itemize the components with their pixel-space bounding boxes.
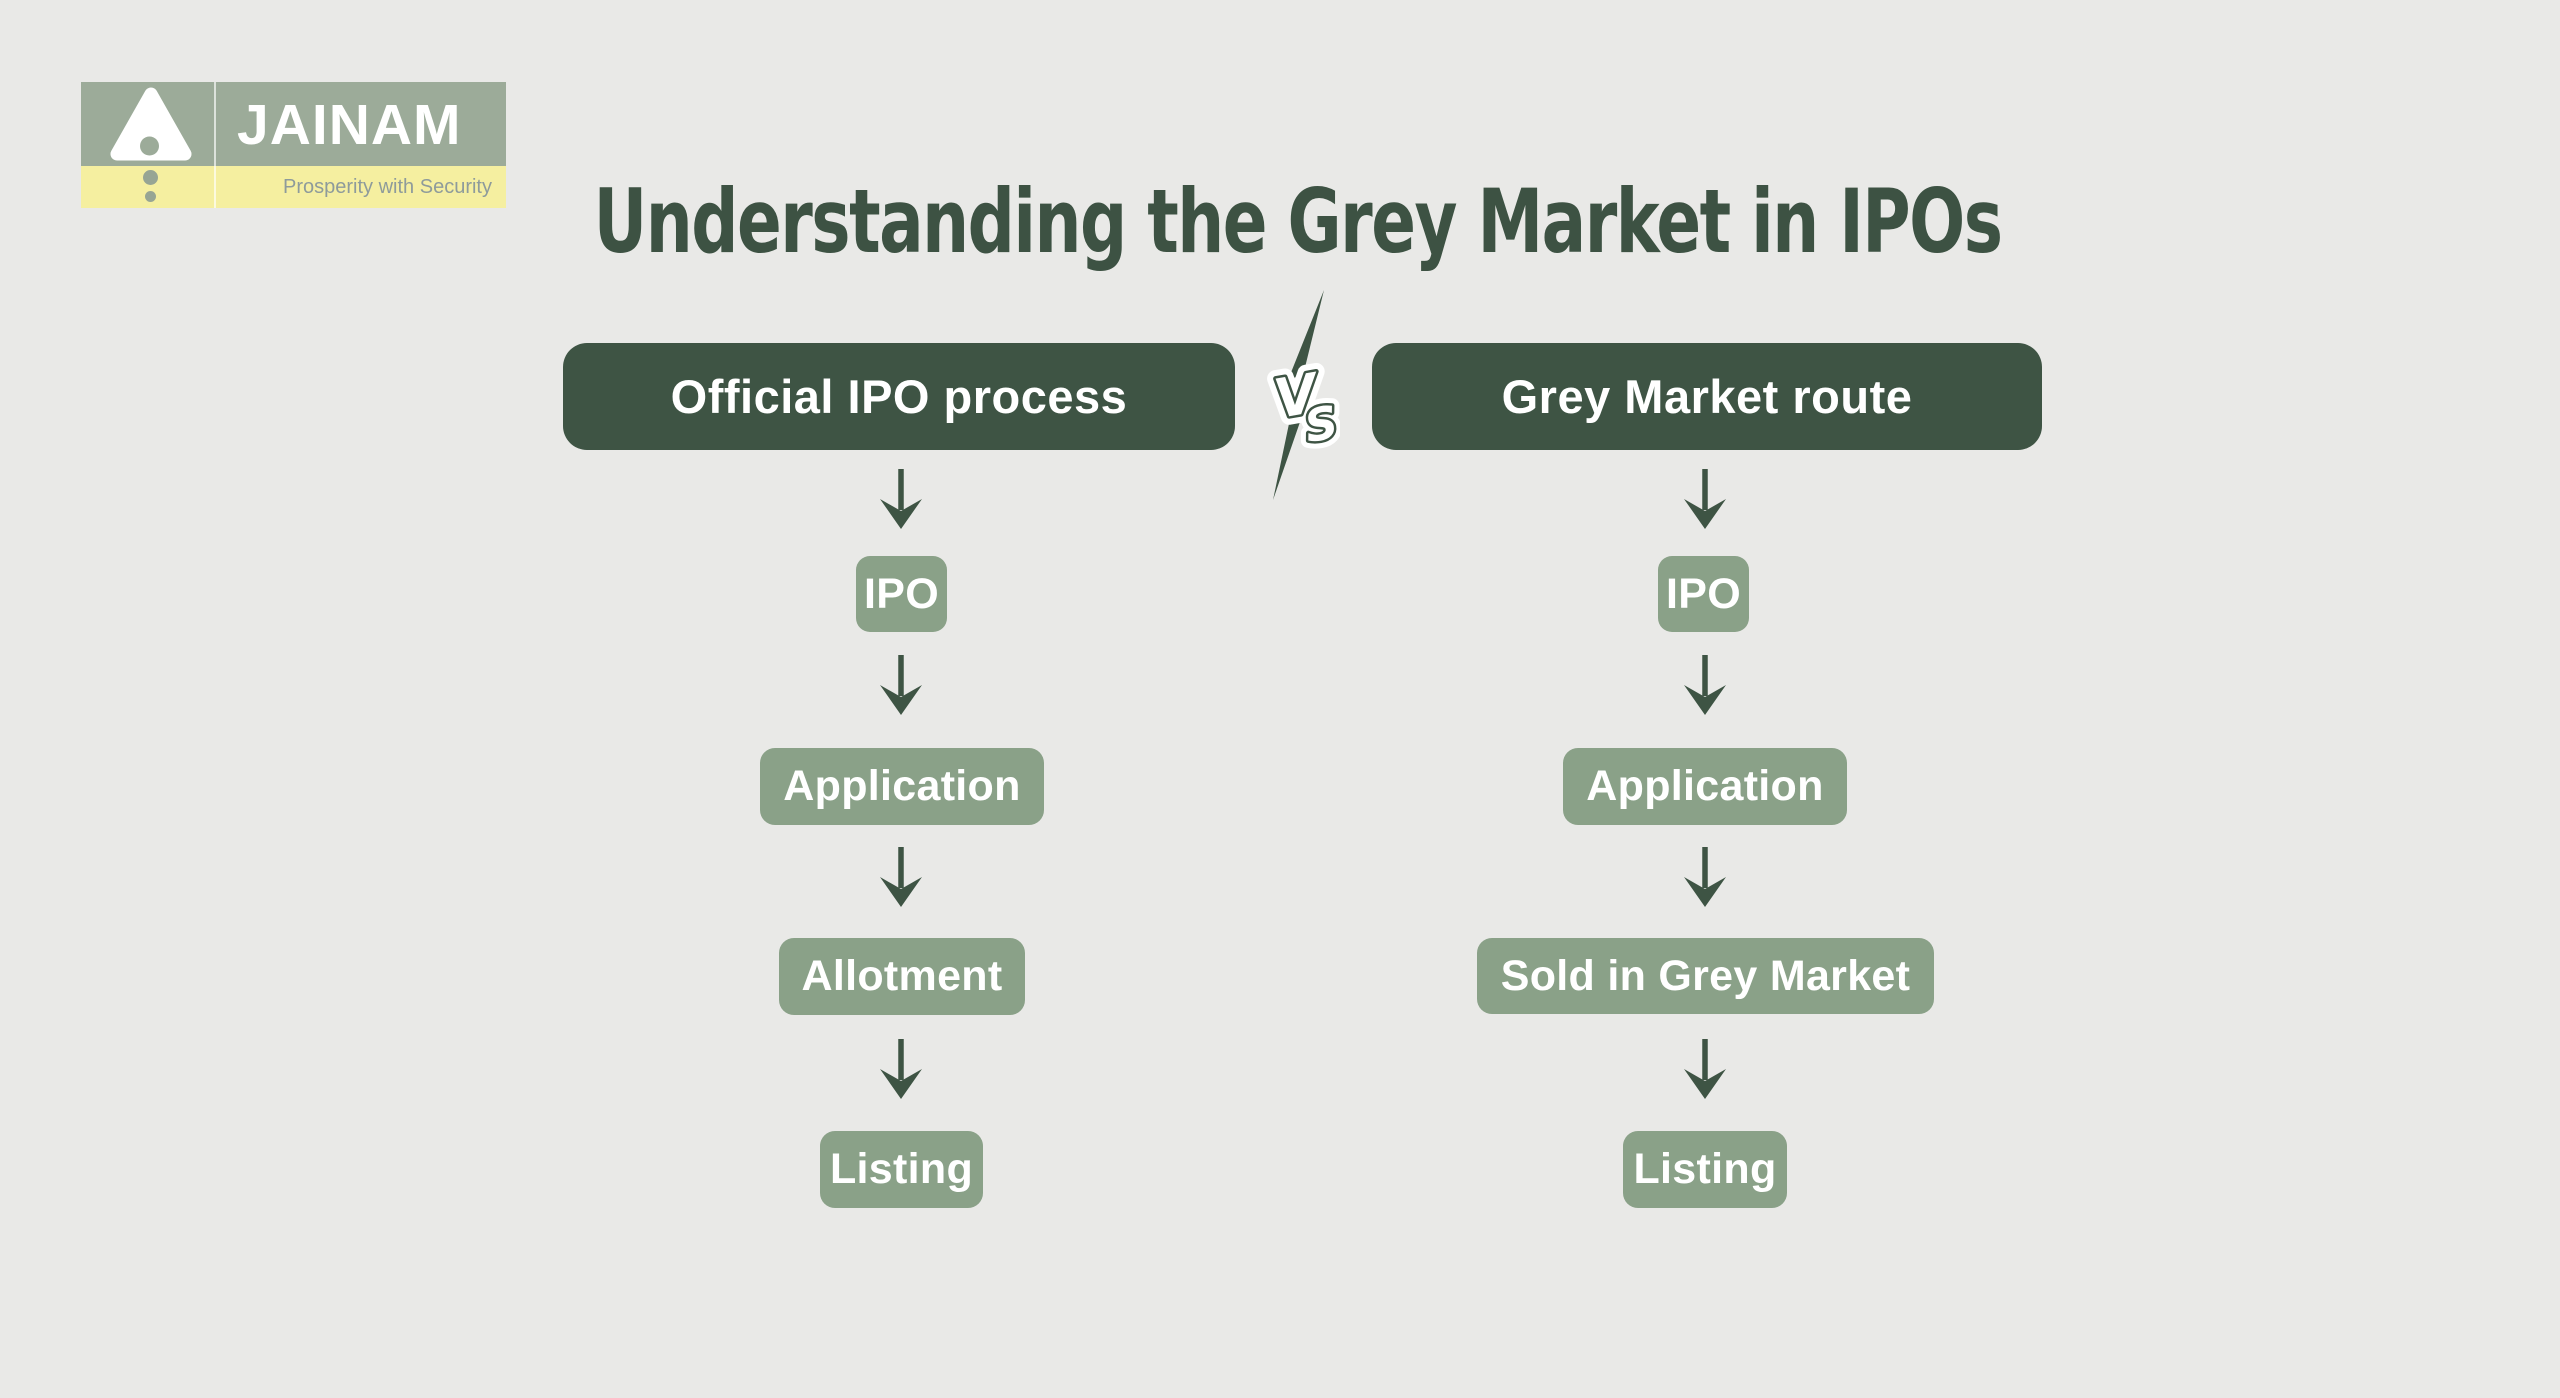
page-title: Understanding the Grey Market in IPOs (18, 170, 2560, 273)
step-grey-sold-in-grey-market: Sold in Grey Market (1477, 938, 1934, 1014)
arrow-down-icon (1684, 847, 1726, 907)
arrow-down-icon (1684, 655, 1726, 715)
logo-divider (214, 82, 216, 208)
arrow-down-icon (880, 1039, 922, 1099)
logo-brand-text: JAINAM (237, 93, 462, 157)
logo-dot-icon (143, 170, 158, 185)
arrow-down-icon (880, 469, 922, 529)
logo-dot-icon (145, 191, 156, 202)
step-grey-application: Application (1563, 748, 1847, 825)
arrow-down-icon (880, 655, 922, 715)
arrow-down-icon (1684, 1039, 1726, 1099)
triangle-icon (110, 87, 192, 161)
vs-lightning-bolt-icon: V S V S (1262, 290, 1340, 500)
header-official-ipo-process: Official IPO process (563, 343, 1235, 450)
step-official-listing: Listing (820, 1131, 983, 1208)
header-grey-market-route: Grey Market route (1372, 343, 2042, 450)
svg-text:V: V (1270, 361, 1326, 431)
header-grey-market-label: Grey Market route (1501, 370, 1913, 423)
step-official-application: Application (760, 748, 1044, 825)
step-official-allotment: Allotment (779, 938, 1025, 1015)
logo-tagline: Prosperity with Security (283, 176, 492, 198)
page-title-text: Understanding the Grey Market in IPOs (594, 170, 2003, 273)
step-grey-ipo: IPO (1658, 556, 1749, 632)
arrow-down-icon (880, 847, 922, 907)
jainam-logo: JAINAM Prosperity with Security (81, 82, 506, 208)
svg-text:S: S (1301, 395, 1340, 453)
svg-text:S: S (1301, 395, 1340, 453)
step-grey-listing: Listing (1623, 1131, 1787, 1208)
arrow-down-icon (1684, 469, 1726, 529)
header-official-label: Official IPO process (670, 370, 1128, 423)
step-official-ipo: IPO (856, 556, 947, 632)
